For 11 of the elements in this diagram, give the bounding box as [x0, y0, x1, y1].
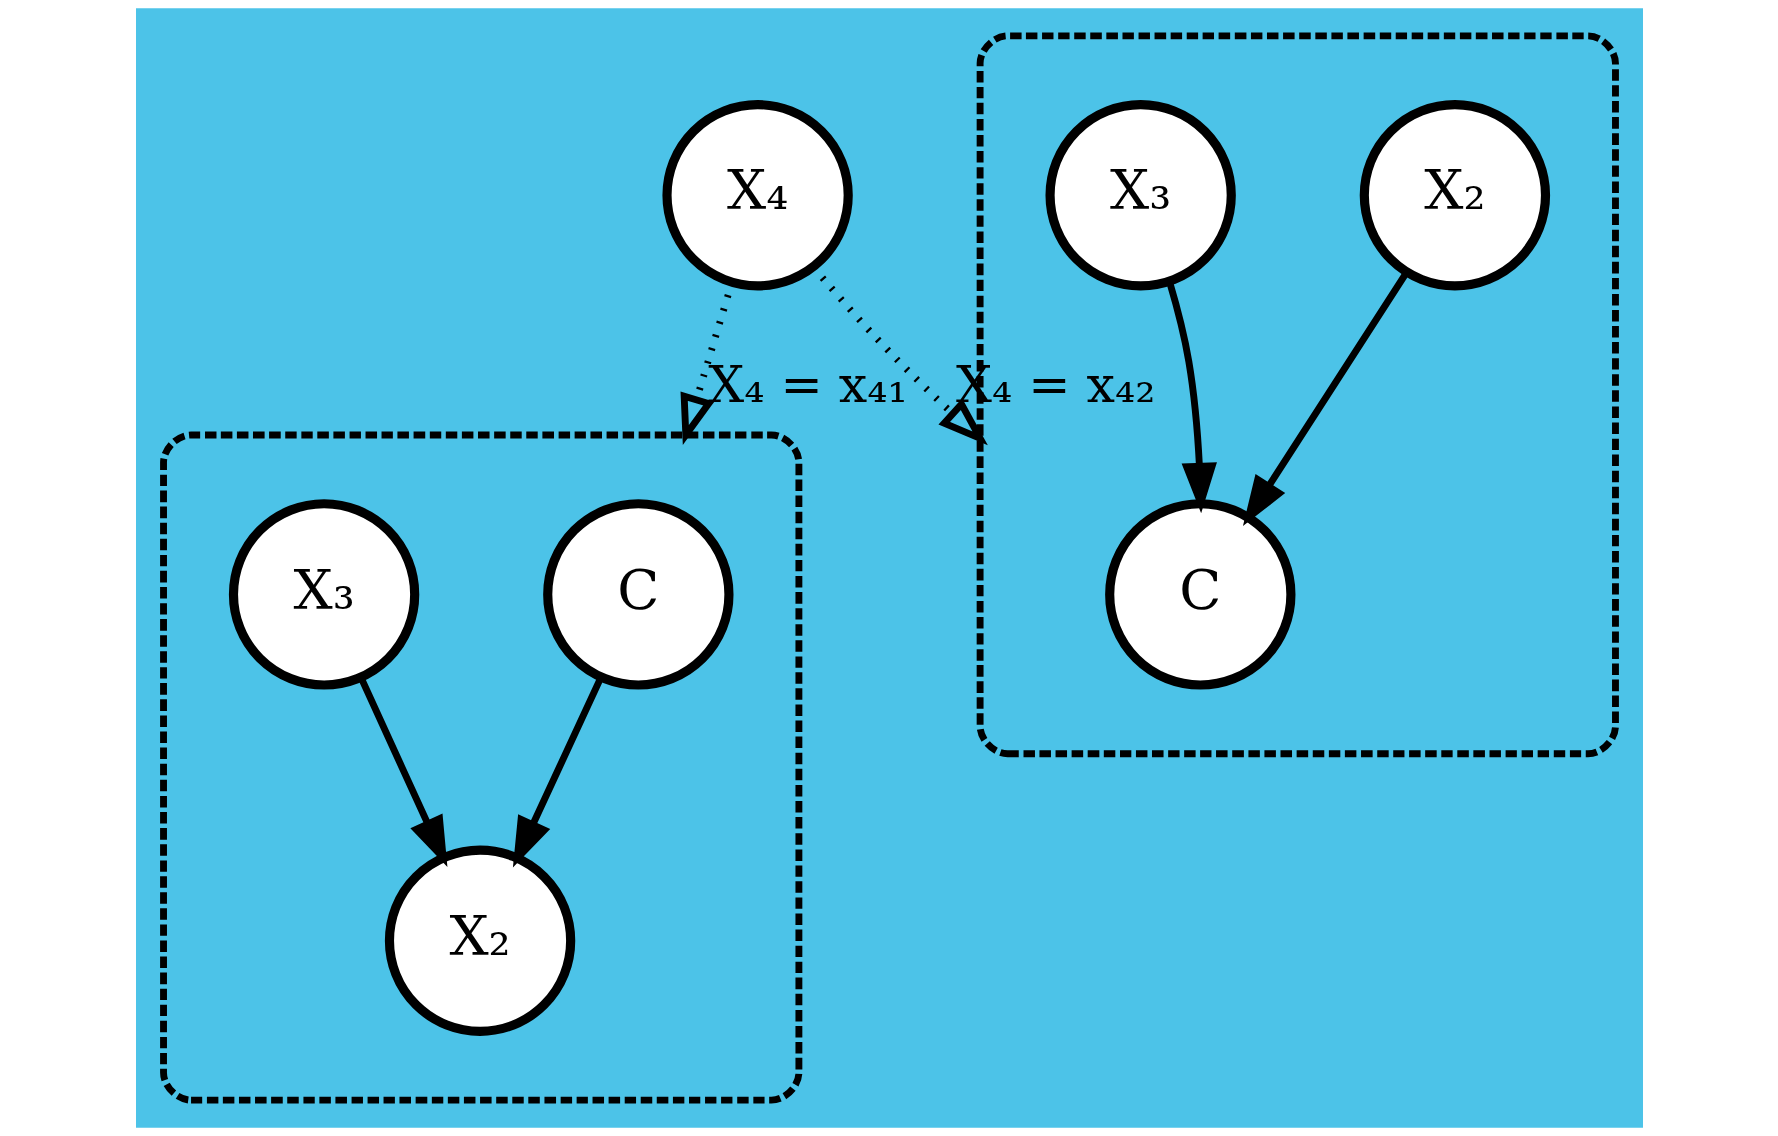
node-circle: X₃ [228, 499, 419, 690]
node-circle: C [542, 499, 734, 690]
node-circle: X₃ [1044, 100, 1236, 291]
arrow [1242, 270, 1409, 526]
node-circle: X₂ [384, 845, 575, 1036]
node-circle: X₂ [1359, 100, 1550, 291]
cluster [159, 431, 802, 1104]
edge-label: X₄ = x₄₁ [707, 354, 908, 414]
node-circle: X₄ [661, 100, 853, 291]
arrow [512, 676, 604, 868]
node-circle: C [1104, 499, 1295, 690]
